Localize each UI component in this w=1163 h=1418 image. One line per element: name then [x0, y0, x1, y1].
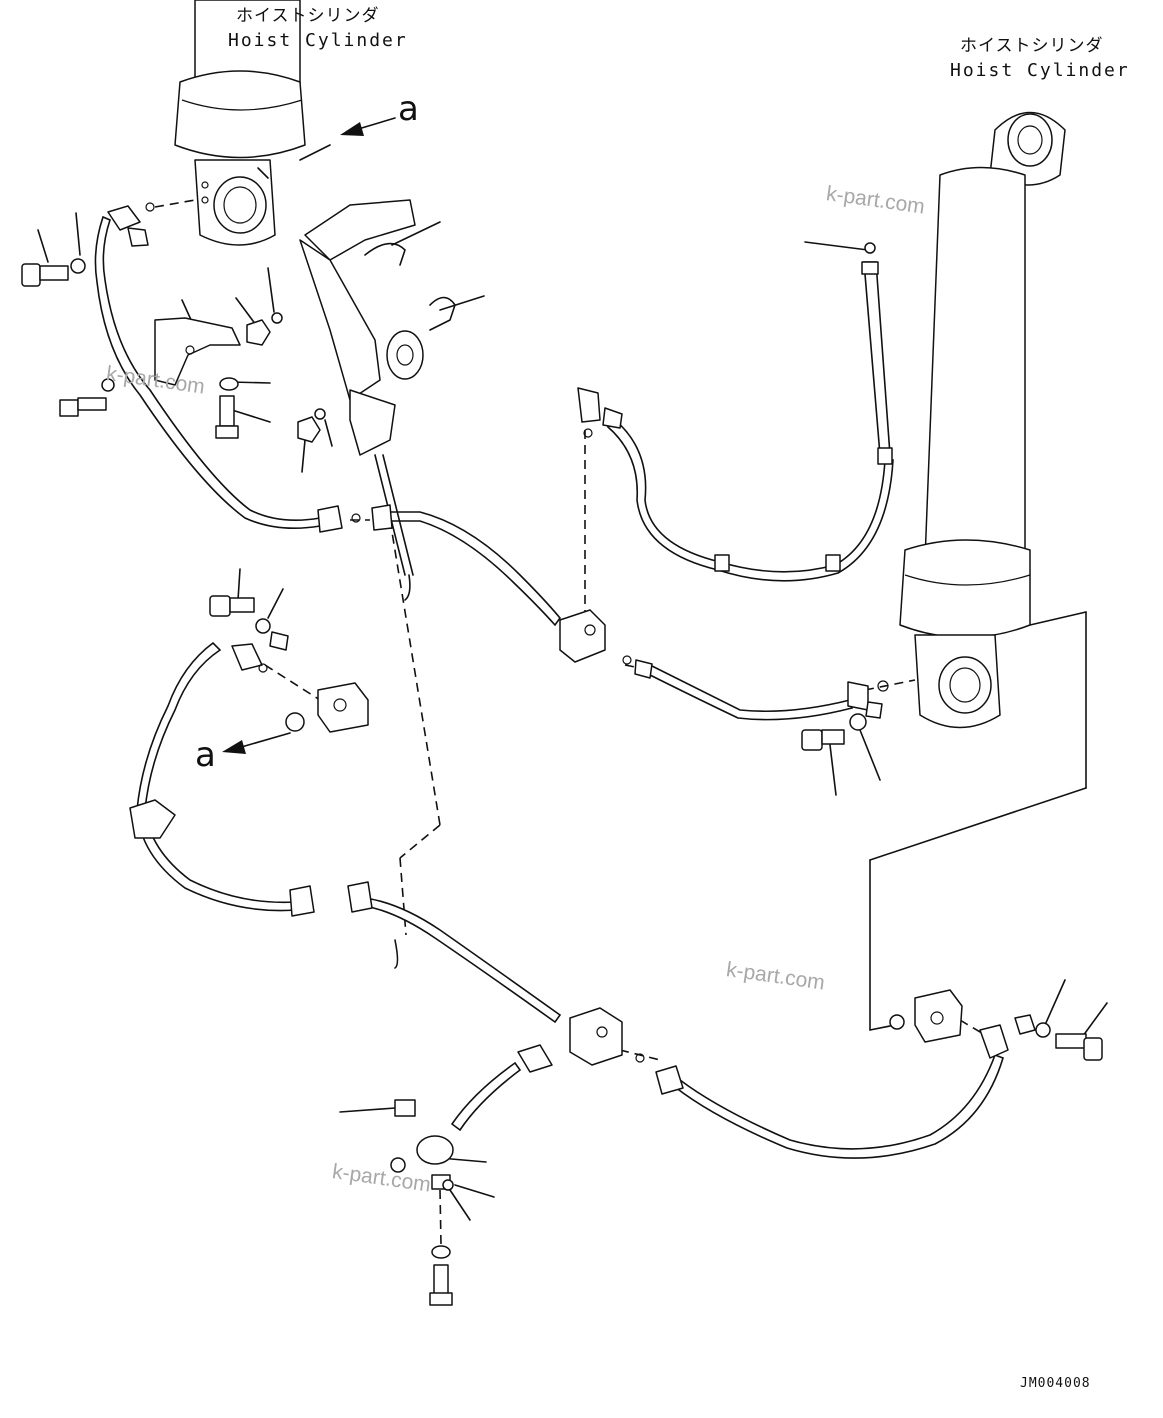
- view-marker-a-mid: a: [195, 735, 216, 775]
- left-cylinder-label-jp: ホイストシリンダ: [236, 6, 380, 26]
- hydraulic-hoses: [94, 215, 1004, 1159]
- right-cylinder-label-en: Hoist Cylinder: [950, 60, 1130, 81]
- view-marker-a-top: a: [398, 89, 419, 129]
- right-hoist-cylinder: [899, 111, 1066, 729]
- left-hoist-cylinder: [174, 0, 306, 246]
- mounting-bracket: [299, 199, 456, 456]
- assembly-lines: [154, 199, 986, 1246]
- right-cylinder-label-jp: ホイストシリンダ: [960, 36, 1104, 56]
- drawing-code: JM004008: [1020, 1376, 1091, 1391]
- view-arrows: [222, 117, 396, 754]
- left-cylinder-label-en: Hoist Cylinder: [228, 30, 408, 51]
- fittings: [21, 202, 1103, 1306]
